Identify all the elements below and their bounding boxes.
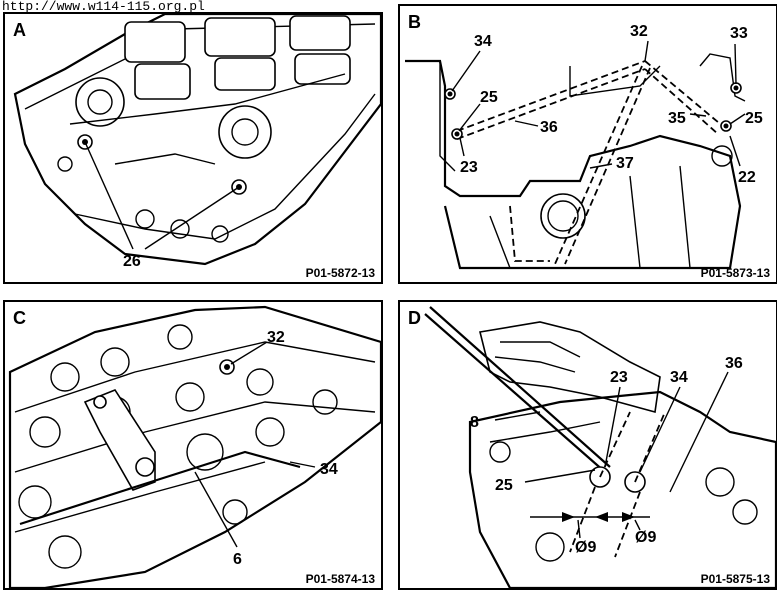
panel-a-code: P01-5872-13 — [305, 266, 375, 280]
panel-b-drawing: 32 34 33 25 35 25 36 23 37 22 — [405, 23, 763, 270]
callout-dia9-right: Ø9 — [635, 529, 656, 546]
callout-25: 25 — [495, 477, 513, 494]
panel-c-code: P01-5874-13 — [305, 572, 375, 586]
panel-c: 32 34 6 C P01-5874-13 — [3, 300, 383, 590]
panel-b-code: P01-5873-13 — [700, 266, 770, 280]
callout-8: 8 — [470, 414, 479, 431]
callout-36: 36 — [725, 355, 743, 372]
panel-c-letter: C — [13, 308, 26, 328]
callout-23: 23 — [460, 159, 478, 176]
callout-25-left: 25 — [480, 89, 498, 106]
panel-a-letter: A — [13, 20, 26, 40]
callout-35: 35 — [668, 110, 686, 127]
callout-23: 23 — [610, 369, 628, 386]
panel-d-letter: D — [408, 308, 421, 328]
callout-34: 34 — [474, 33, 492, 50]
panel-a-drawing: 26 — [13, 14, 381, 270]
callout-32: 32 — [267, 329, 285, 346]
callout-34: 34 — [670, 369, 688, 386]
callout-dia9-left: Ø9 — [575, 539, 596, 556]
panel-b-letter: B — [408, 12, 421, 32]
callout-36: 36 — [540, 119, 558, 136]
panel-b: 32 34 33 25 35 25 36 23 37 22 B P01-5873… — [398, 4, 777, 284]
panel-a: 26 A P01-5872-13 — [3, 12, 383, 284]
source-url: http://www.w114-115.org.pl — [0, 0, 207, 14]
panel-d: 23 34 36 8 25 Ø9 Ø9 D P01-5875-13 — [398, 300, 777, 590]
panel-c-drawing: 32 34 6 — [8, 305, 381, 588]
callout-25-right: 25 — [745, 110, 763, 127]
callout-34: 34 — [320, 461, 338, 478]
callout-22: 22 — [738, 169, 756, 186]
callout-32: 32 — [630, 23, 648, 40]
callout-26: 26 — [123, 253, 141, 270]
callout-37: 37 — [616, 155, 634, 172]
callout-33: 33 — [730, 25, 748, 42]
panel-d-drawing: 23 34 36 8 25 Ø9 Ø9 — [424, 306, 776, 588]
panel-d-code: P01-5875-13 — [700, 572, 770, 586]
callout-6: 6 — [233, 551, 242, 568]
